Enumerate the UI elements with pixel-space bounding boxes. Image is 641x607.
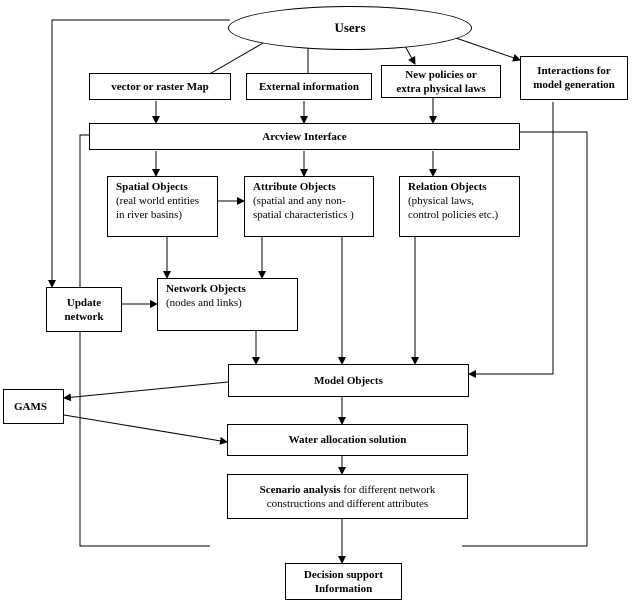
network-objects-node: Network Objects (nodes and links) (157, 278, 298, 331)
attribute-line-1: (spatial and any non- (253, 195, 346, 207)
spatial-line-2: in river basins) (116, 209, 182, 221)
interactions-line-1: Interactions for (537, 65, 611, 77)
feedback-line-arcview-left (79, 134, 210, 547)
attribute-objects-node: Attribute Objects (spatial and any non- … (244, 176, 374, 237)
arrow-users-to-update (48, 19, 230, 288)
relation-line-1: (physical laws, (408, 195, 474, 207)
attribute-title: Attribute Objects (253, 181, 336, 193)
decision-support-node: Decision support Information (285, 563, 402, 600)
model-objects-label: Model Objects (314, 374, 383, 387)
update-network-node: Update network (46, 287, 122, 332)
network-line-1: (nodes and links) (166, 297, 242, 309)
arrow-interactions-to-model (468, 102, 554, 378)
new-policies-node: New policies or extra physical laws (381, 65, 501, 98)
gams-node: GAMS (3, 389, 64, 424)
attribute-line-2: spatial characteristics ) (253, 209, 354, 221)
relation-line-2: control policies etc.) (408, 209, 499, 221)
network-title: Network Objects (166, 283, 246, 295)
model-objects-node: Model Objects (228, 364, 469, 397)
water-allocation-node: Water allocation solution (227, 424, 468, 456)
new-policies-line-1: New policies or (405, 68, 477, 81)
water-label: Water allocation solution (288, 434, 407, 446)
users-node: Users (228, 6, 472, 50)
decision-line-1: Decision support (303, 568, 384, 581)
relation-objects-node: Relation Objects (physical laws, control… (399, 176, 520, 237)
arcview-interface-node: Arcview Interface (89, 123, 520, 150)
decision-line-2: Information (314, 582, 373, 595)
spatial-objects-node: Spatial Objects (real world entities in … (107, 176, 218, 237)
arrow-users-to-interactions (449, 35, 521, 62)
scenario-title: Scenario analysis (259, 483, 341, 496)
vector-map-label: vector or raster Map (111, 80, 209, 93)
feedback-line-arcview-right (462, 131, 588, 547)
scenario-line-2: constructions and different attributes (266, 497, 429, 510)
relation-title: Relation Objects (408, 181, 487, 193)
arrow-gams-to-water (63, 414, 228, 445)
update-line-2: network (64, 310, 104, 323)
update-line-1: Update (66, 296, 102, 309)
scenario-rest: for different network (340, 483, 436, 496)
spatial-title: Spatial Objects (116, 181, 188, 193)
arcview-label: Arcview Interface (262, 130, 347, 143)
new-policies-line-2: extra physical laws (396, 82, 486, 95)
scenario-analysis-node: Scenario analysis for different network … (227, 474, 468, 519)
arrow-users-to-policies (404, 45, 416, 65)
scenario-line-1: Scenario analysis for different network (260, 483, 436, 497)
interactions-line-2: model generation (533, 79, 615, 91)
interactions-node: Interactions for model generation (520, 56, 628, 100)
external-information-node: External information (246, 73, 372, 100)
gams-label: GAMS (14, 400, 47, 413)
arrow-model-to-gams (63, 381, 229, 402)
users-label: Users (334, 20, 366, 35)
vector-raster-map-node: vector or raster Map (89, 73, 231, 100)
spatial-line-1: (real world entities (116, 195, 200, 207)
external-info-label: External information (259, 80, 359, 93)
